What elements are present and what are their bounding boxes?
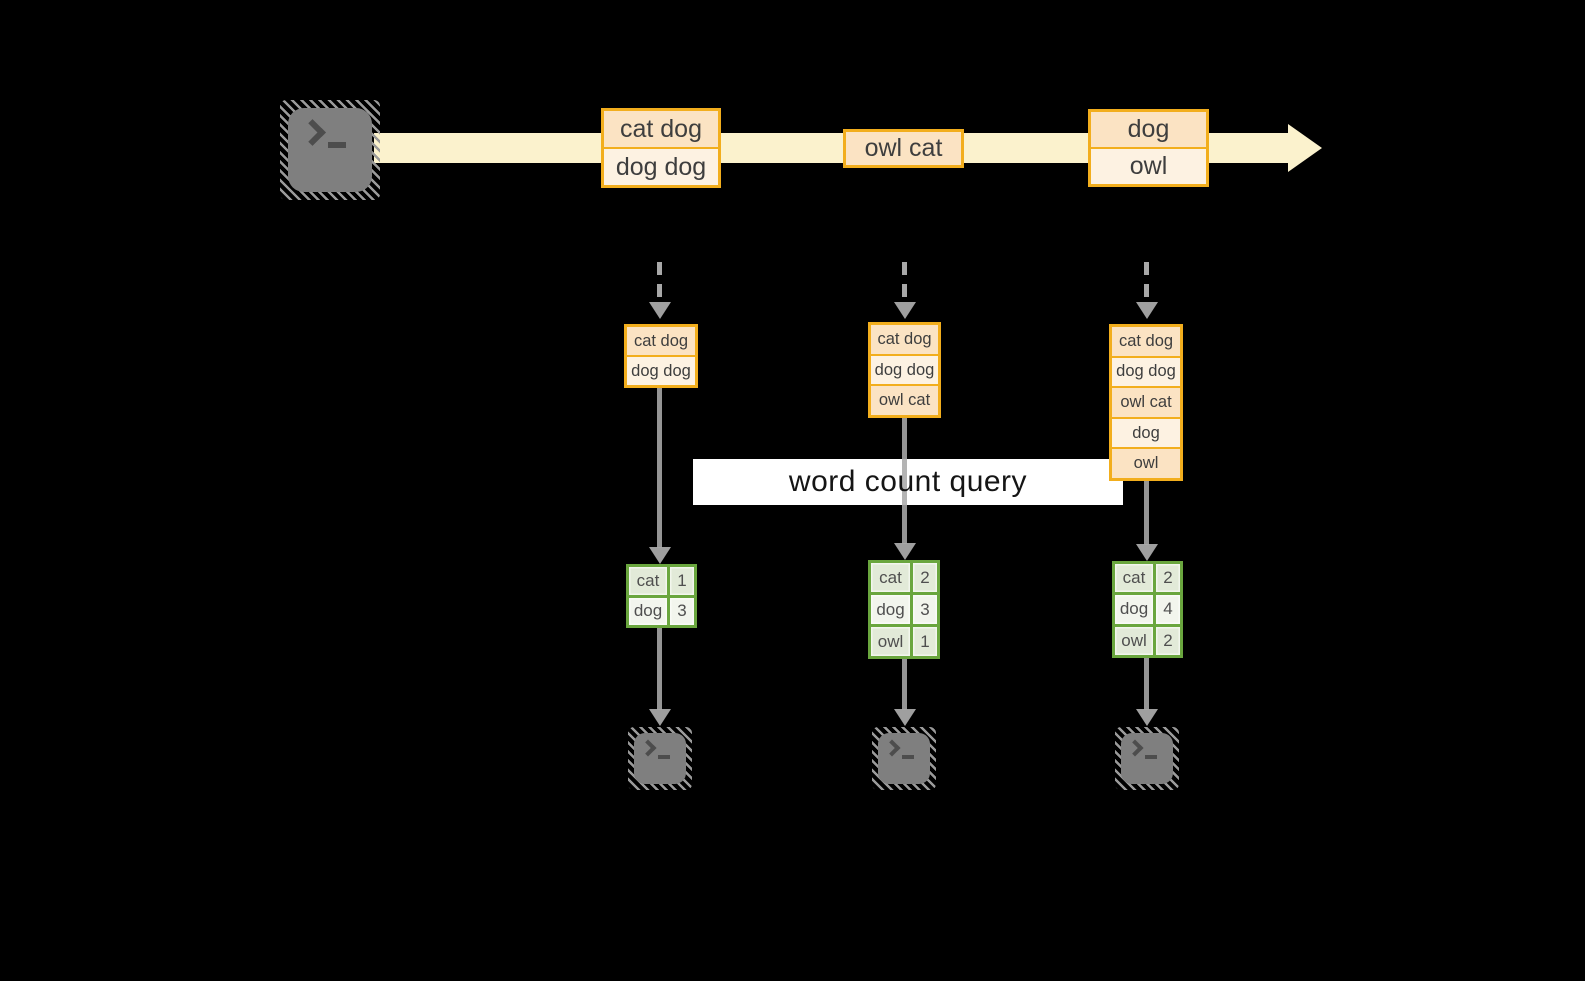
state-buffer-box: cat dog dog dog owl cat bbox=[868, 322, 941, 418]
count-cell: 3 bbox=[913, 595, 937, 624]
stream-event-box: owl cat bbox=[843, 129, 964, 168]
prompt-underscore-icon bbox=[1145, 755, 1157, 759]
stream-event-line: cat dog bbox=[604, 111, 718, 147]
ingest-dashed-line bbox=[657, 262, 662, 302]
state-line: dog dog bbox=[627, 357, 695, 385]
stream-event-box: dog owl bbox=[1088, 109, 1209, 187]
terminal-icon bbox=[1115, 727, 1179, 790]
state-buffer-box: cat dog dog dog owl cat dog owl bbox=[1109, 324, 1183, 481]
connector-arrowhead-icon bbox=[894, 543, 916, 560]
prompt-underscore-icon bbox=[658, 755, 670, 759]
prompt-chevron-icon bbox=[883, 739, 901, 757]
connector-arrowhead-icon bbox=[649, 547, 671, 564]
count-cell: 4 bbox=[1156, 595, 1180, 624]
terminal-icon bbox=[628, 727, 692, 790]
terminal-screen bbox=[878, 733, 930, 784]
query-band bbox=[693, 459, 1123, 505]
connector-arrowhead-icon bbox=[894, 709, 916, 726]
connector-line bbox=[657, 628, 662, 710]
state-line: dog dog bbox=[871, 355, 938, 385]
wordcount-table: cat 1 dog 3 bbox=[626, 564, 697, 628]
word-cell: owl bbox=[1115, 626, 1153, 655]
prompt-chevron-icon bbox=[299, 119, 326, 146]
terminal-icon bbox=[280, 100, 380, 200]
stream-event-line: owl bbox=[1091, 149, 1206, 184]
state-buffer-box: cat dog dog dog bbox=[624, 324, 698, 388]
word-cell: cat bbox=[871, 563, 910, 592]
connector-arrowhead-icon bbox=[1136, 544, 1158, 561]
count-cell: 1 bbox=[670, 567, 694, 595]
ingest-dashed-line bbox=[1144, 262, 1149, 302]
connector-line bbox=[902, 659, 907, 710]
word-cell: dog bbox=[629, 597, 667, 625]
state-line: cat dog bbox=[871, 325, 938, 354]
count-cell: 2 bbox=[1156, 564, 1180, 593]
word-cell: cat bbox=[1115, 564, 1153, 593]
terminal-screen bbox=[1121, 733, 1173, 784]
terminal-screen bbox=[634, 733, 686, 784]
ingest-arrowhead-icon bbox=[1136, 302, 1158, 319]
count-cell: 3 bbox=[670, 597, 694, 625]
query-label: word count query bbox=[788, 465, 1028, 498]
state-line: owl cat bbox=[1112, 388, 1180, 417]
connector-line bbox=[657, 388, 662, 548]
count-cell: 2 bbox=[1156, 626, 1180, 655]
connector-arrowhead-icon bbox=[1136, 709, 1158, 726]
wordcount-table: cat 2 dog 3 owl 1 bbox=[868, 560, 940, 659]
connector-arrowhead-icon bbox=[649, 709, 671, 726]
word-cell: dog bbox=[871, 595, 910, 624]
prompt-underscore-icon bbox=[328, 142, 346, 148]
word-cell: cat bbox=[629, 567, 667, 595]
state-line: cat dog bbox=[1112, 327, 1180, 356]
ingest-dashed-line bbox=[902, 262, 907, 302]
stream-arrowhead bbox=[1288, 124, 1322, 172]
terminal-icon bbox=[872, 727, 936, 790]
state-line: dog bbox=[1112, 418, 1180, 448]
connector-line bbox=[902, 418, 907, 544]
count-cell: 2 bbox=[913, 563, 937, 592]
ingest-arrowhead-icon bbox=[894, 302, 916, 319]
state-line: owl cat bbox=[871, 386, 938, 416]
connector-line bbox=[1144, 481, 1149, 545]
ingest-arrowhead-icon bbox=[649, 302, 671, 319]
state-line: cat dog bbox=[627, 327, 695, 355]
word-cell: dog bbox=[1115, 595, 1153, 624]
prompt-underscore-icon bbox=[902, 755, 914, 759]
wordcount-table: cat 2 dog 4 owl 2 bbox=[1112, 561, 1183, 658]
state-line: dog dog bbox=[1112, 357, 1180, 387]
terminal-screen bbox=[288, 108, 372, 192]
state-line: owl bbox=[1112, 449, 1180, 478]
stream-event-line: owl cat bbox=[846, 132, 961, 165]
stream-event-box: cat dog dog dog bbox=[601, 108, 721, 188]
word-cell: owl bbox=[871, 627, 910, 656]
connector-line bbox=[1144, 658, 1149, 710]
stream-event-line: dog bbox=[1091, 112, 1206, 147]
prompt-chevron-icon bbox=[639, 739, 657, 757]
stream-event-line: dog dog bbox=[604, 149, 718, 185]
prompt-chevron-icon bbox=[1126, 739, 1144, 757]
count-cell: 1 bbox=[913, 627, 937, 656]
